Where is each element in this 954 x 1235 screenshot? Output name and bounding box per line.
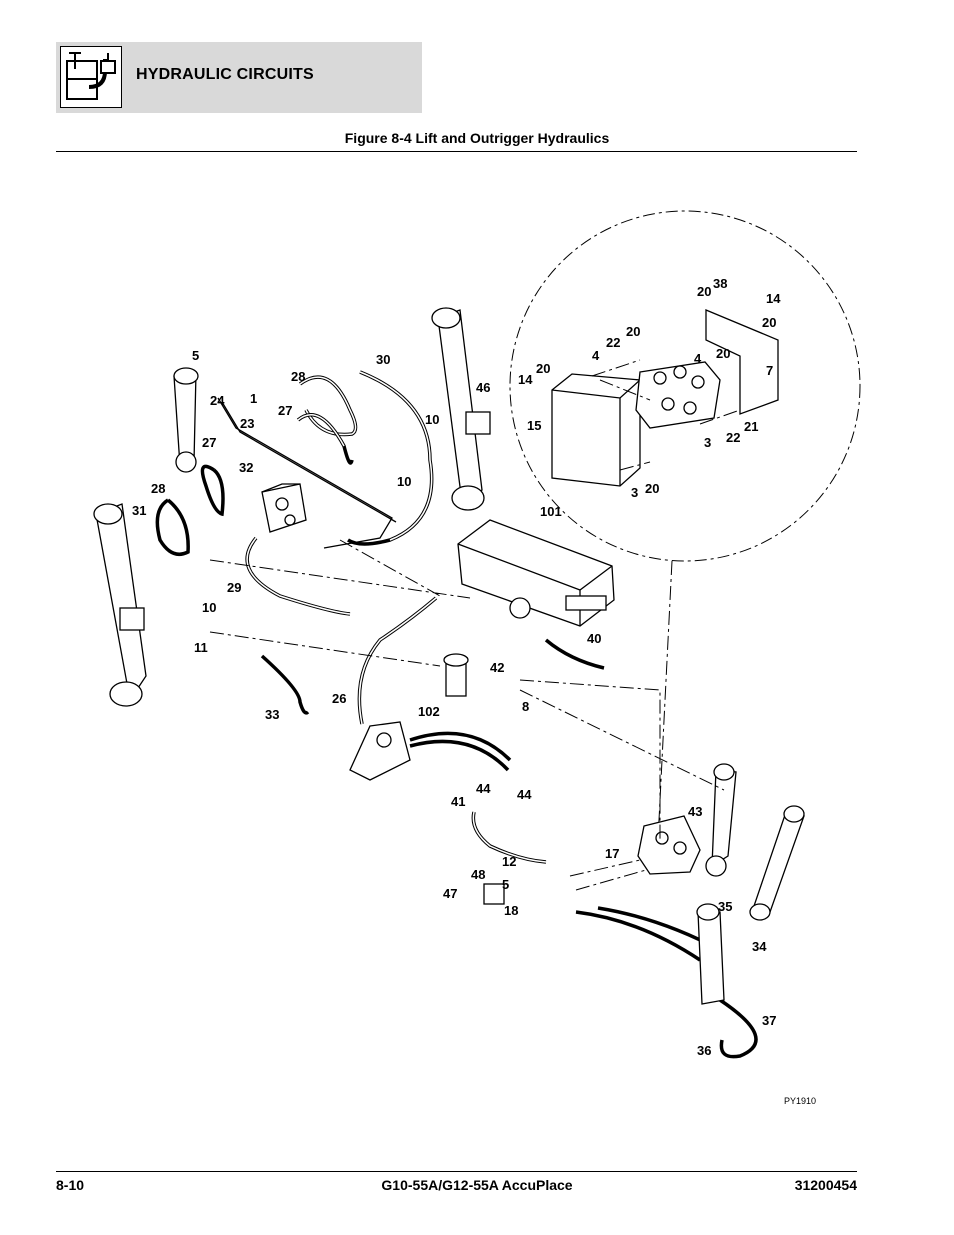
callout-label: 36 — [697, 1043, 711, 1058]
hoses — [155, 370, 758, 1059]
callout-label: 17 — [605, 846, 619, 861]
hydraulic-reservoir-icon — [60, 46, 122, 108]
callout-label: 47 — [443, 886, 457, 901]
callout-label: 29 — [227, 580, 241, 595]
hydraulic-pump — [349, 721, 411, 781]
detail-circle — [509, 210, 861, 562]
callout-label: 21 — [744, 419, 758, 434]
callout-label: 41 — [451, 794, 465, 809]
divider — [56, 1171, 857, 1172]
callout-label: 20 — [645, 481, 659, 496]
mount-bracket — [705, 309, 779, 415]
callout-label: 4 — [694, 351, 702, 366]
main-control-valve — [261, 483, 307, 533]
figure-code: PY1910 — [784, 1096, 817, 1106]
callout-label: 37 — [762, 1013, 776, 1028]
callout-label: 10 — [397, 474, 411, 489]
callout-label: 31 — [132, 503, 146, 518]
callout-label: 38 — [713, 276, 727, 291]
steel-tube — [217, 397, 393, 549]
callout-label: 27 — [202, 435, 216, 450]
callout-label: 34 — [752, 939, 767, 954]
callout-label: 7 — [766, 363, 773, 378]
callout-label: 8 — [522, 699, 529, 714]
callout-label: 5 — [192, 348, 199, 363]
callout-label: 28 — [291, 369, 305, 384]
callout-label: 3 — [704, 435, 711, 450]
tilt-cylinder — [173, 367, 199, 473]
return-filter — [443, 653, 469, 697]
detail-valve-block — [635, 361, 721, 429]
hydraulic-tank — [457, 519, 615, 627]
callout-label: 22 — [606, 335, 620, 350]
callout-label: 27 — [278, 403, 292, 418]
callout-label: 10 — [425, 412, 439, 427]
callout-label: 12 — [502, 854, 516, 869]
callout-label: 4 — [592, 348, 600, 363]
callout-label: 102 — [418, 704, 440, 719]
lift-cylinder-right — [431, 307, 491, 511]
callout-label: 20 — [716, 346, 730, 361]
callout-label: 10 — [202, 600, 216, 615]
callout-label: 101 — [540, 504, 562, 519]
callout-label: 46 — [476, 380, 490, 395]
callout-label: 24 — [210, 393, 225, 408]
callout-label: 20 — [762, 315, 776, 330]
callout-label: 35 — [718, 899, 732, 914]
callout-label: 1 — [250, 391, 257, 406]
lift-cylinder-left — [93, 503, 147, 707]
callout-label: 22 — [726, 430, 740, 445]
callout-label: 15 — [527, 418, 541, 433]
callout-label: 20 — [697, 284, 711, 299]
callout-label: 43 — [688, 804, 702, 819]
callout-label: 11 — [194, 640, 208, 655]
callout-label: 42 — [490, 660, 504, 675]
callout-label: 44 — [517, 787, 532, 802]
divider — [56, 151, 857, 152]
callout-label: 20 — [536, 361, 550, 376]
outrigger-cylinders — [696, 763, 805, 1005]
outrigger-valve — [637, 815, 701, 875]
callout-label: 14 — [518, 372, 533, 387]
callout-label: 5 — [502, 877, 509, 892]
callout-label: 32 — [239, 460, 253, 475]
callout-label: 14 — [766, 291, 781, 306]
callout-label: 26 — [332, 691, 346, 706]
pressure-switch — [483, 883, 505, 905]
section-title: HYDRAULIC CIRCUITS — [136, 66, 314, 83]
callout-label: 44 — [476, 781, 491, 796]
callout-label: 48 — [471, 867, 485, 882]
callout-label: 3 — [631, 485, 638, 500]
callout-label: 33 — [265, 707, 279, 722]
callout-label: 30 — [376, 352, 390, 367]
figure-title: Figure 8-4 Lift and Outrigger Hydraulics — [344, 130, 610, 146]
page-number: 8-10 — [56, 1177, 85, 1193]
callout-label: 18 — [504, 903, 518, 918]
callout-label: 23 — [240, 416, 254, 431]
document-number: 31200454 — [794, 1177, 857, 1193]
callout-label: 20 — [626, 324, 640, 339]
reservoir-box — [551, 373, 641, 487]
callout-label: 28 — [151, 481, 165, 496]
model-name: G10-55A/G12-55A AccuPlace — [381, 1177, 573, 1193]
callout-label: 40 — [587, 631, 601, 646]
